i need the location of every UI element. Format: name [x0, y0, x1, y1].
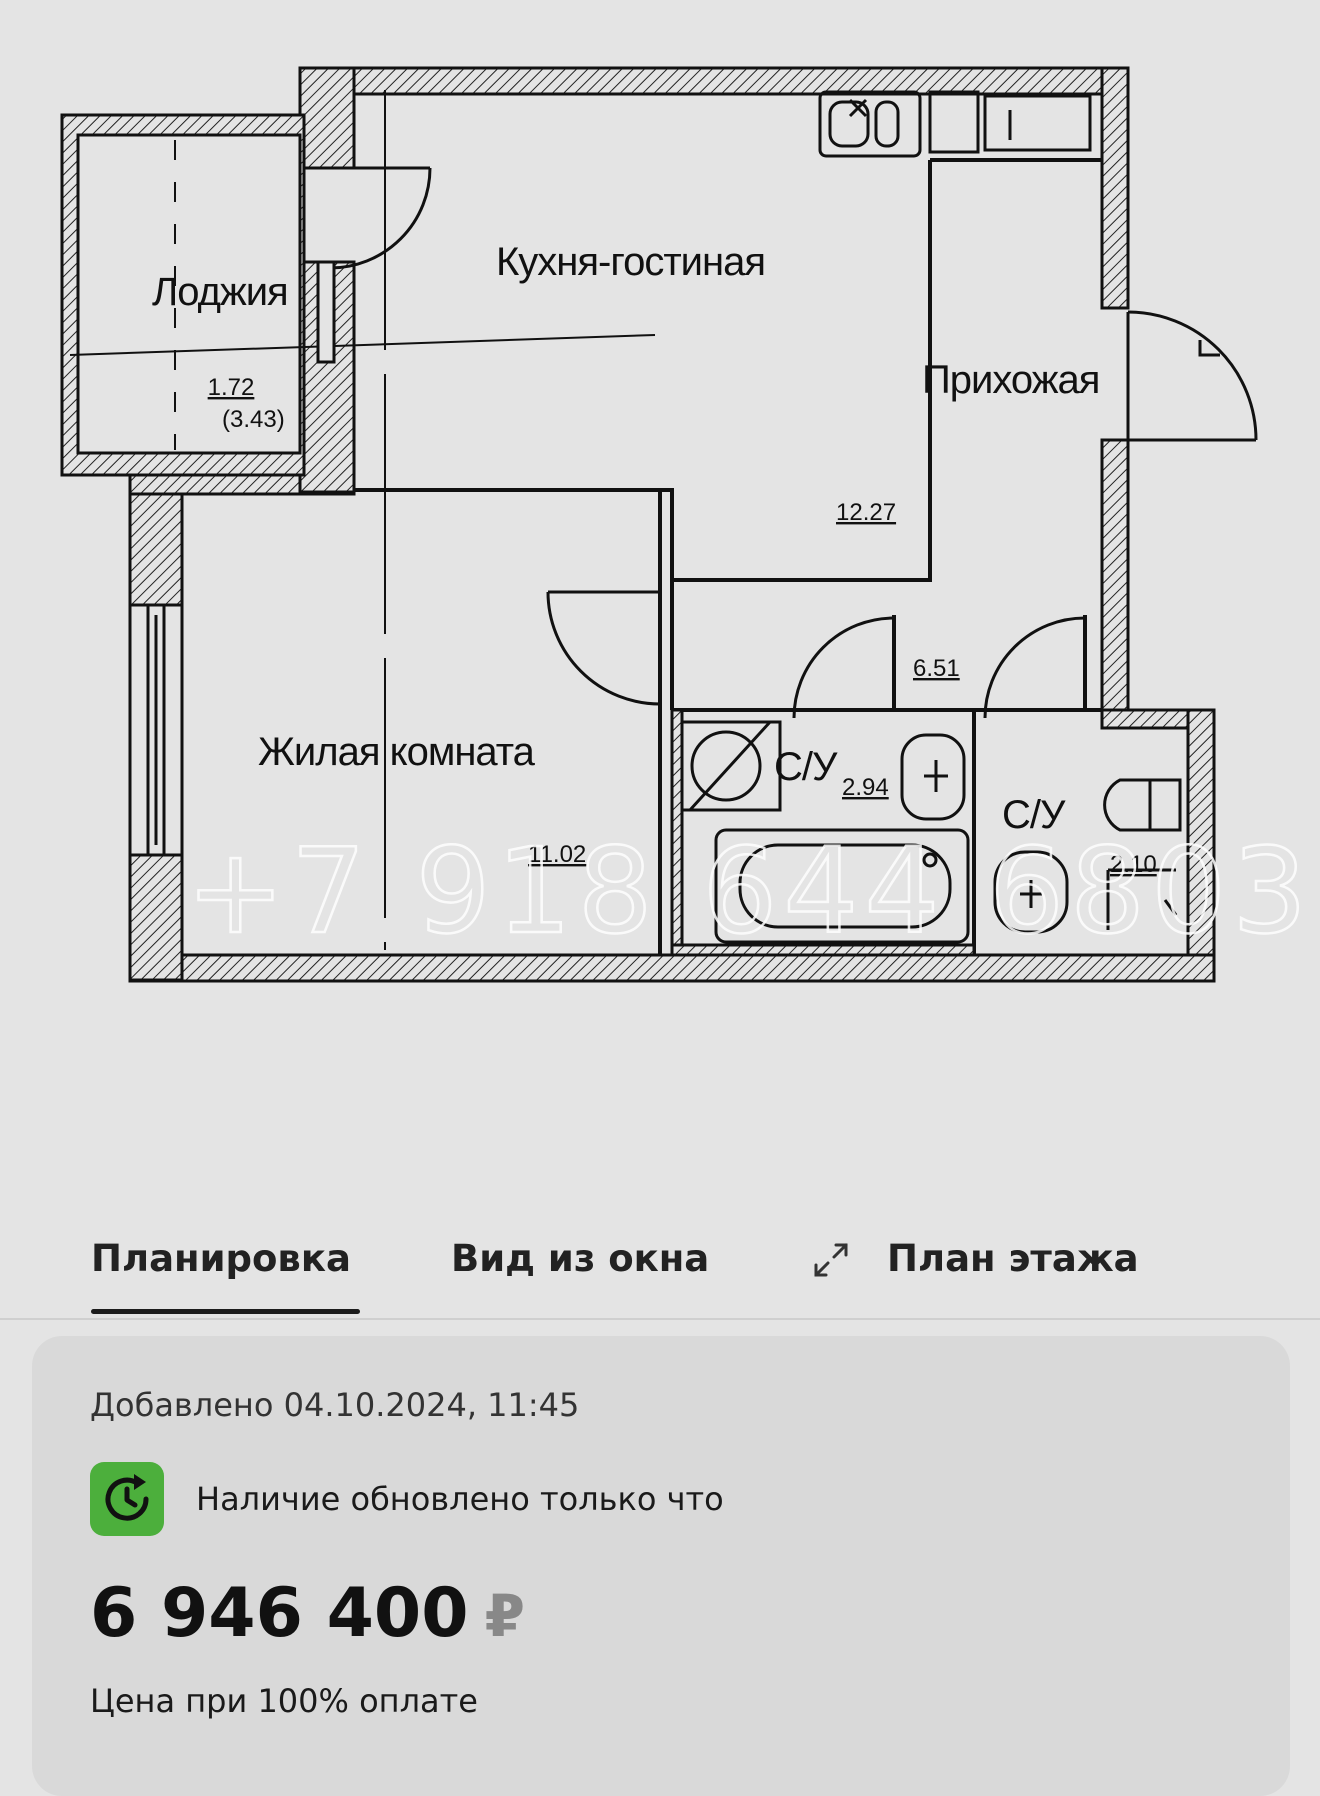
price-value: 6 946 400: [90, 1574, 469, 1653]
expand-arrows-icon[interactable]: [810, 1239, 852, 1281]
active-tab-indicator: [91, 1309, 360, 1314]
kitchen-label: Кухня-гостиная: [496, 240, 765, 284]
bathroom-1-area: 2.94: [842, 774, 889, 801]
hallway-area: 6.51: [913, 655, 960, 682]
added-date: Добавлено 04.10.2024, 11:45: [90, 1386, 580, 1424]
watermark-phone: +7 918 644 6803: [186, 822, 1313, 960]
bathroom-2: [993, 778, 1182, 934]
doors: [316, 166, 1258, 719]
tab-planirovka[interactable]: Планировка: [91, 1237, 351, 1280]
info-card: Добавлено 04.10.2024, 11:45 Наличие обно…: [32, 1336, 1290, 1796]
loggia: [60, 113, 656, 477]
tab-bar: Планировка Вид из окна План этажа: [0, 1225, 1320, 1320]
loggia-area-full: (3.43): [222, 406, 285, 433]
currency-symbol: ₽: [484, 1582, 525, 1650]
price: 6 946 400₽: [90, 1574, 525, 1653]
outer-walls: [128, 66, 1216, 983]
loggia-label: Лоджия: [152, 270, 288, 314]
floor-plan-drawing: Лоджия 1.72 (3.43) Кухня-гостиная 12.27 …: [60, 66, 1313, 983]
bathroom-1-label: С/У: [774, 745, 838, 789]
living-room-area: 11.02: [528, 841, 586, 868]
living-room-label: Жилая комната: [258, 730, 536, 774]
kitchen-area: 12.27: [836, 499, 896, 526]
stove: [928, 90, 1092, 154]
tab-plan-etazha[interactable]: План этажа: [887, 1237, 1139, 1280]
bathroom-1: [674, 720, 970, 944]
price-note: Цена при 100% оплате: [90, 1682, 478, 1720]
floor-plan: Лоджия 1.72 (3.43) Кухня-гостиная 12.27 …: [60, 66, 1313, 983]
loggia-area: 1.72: [208, 374, 255, 401]
window-left: [128, 603, 184, 857]
tab-vid-iz-okna[interactable]: Вид из окна: [451, 1237, 710, 1280]
clock-refresh-icon: [90, 1462, 164, 1536]
status-text: Наличие обновлено только что: [196, 1480, 724, 1518]
inner-walls: [354, 90, 1102, 955]
bathroom-2-label: С/У: [1002, 793, 1066, 837]
hallway-label: Прихожая: [922, 358, 1099, 402]
bathroom-floor-hatch: [670, 708, 976, 957]
bathroom-2-area: 2.10: [1110, 851, 1157, 878]
kitchen-sink: [818, 90, 922, 158]
